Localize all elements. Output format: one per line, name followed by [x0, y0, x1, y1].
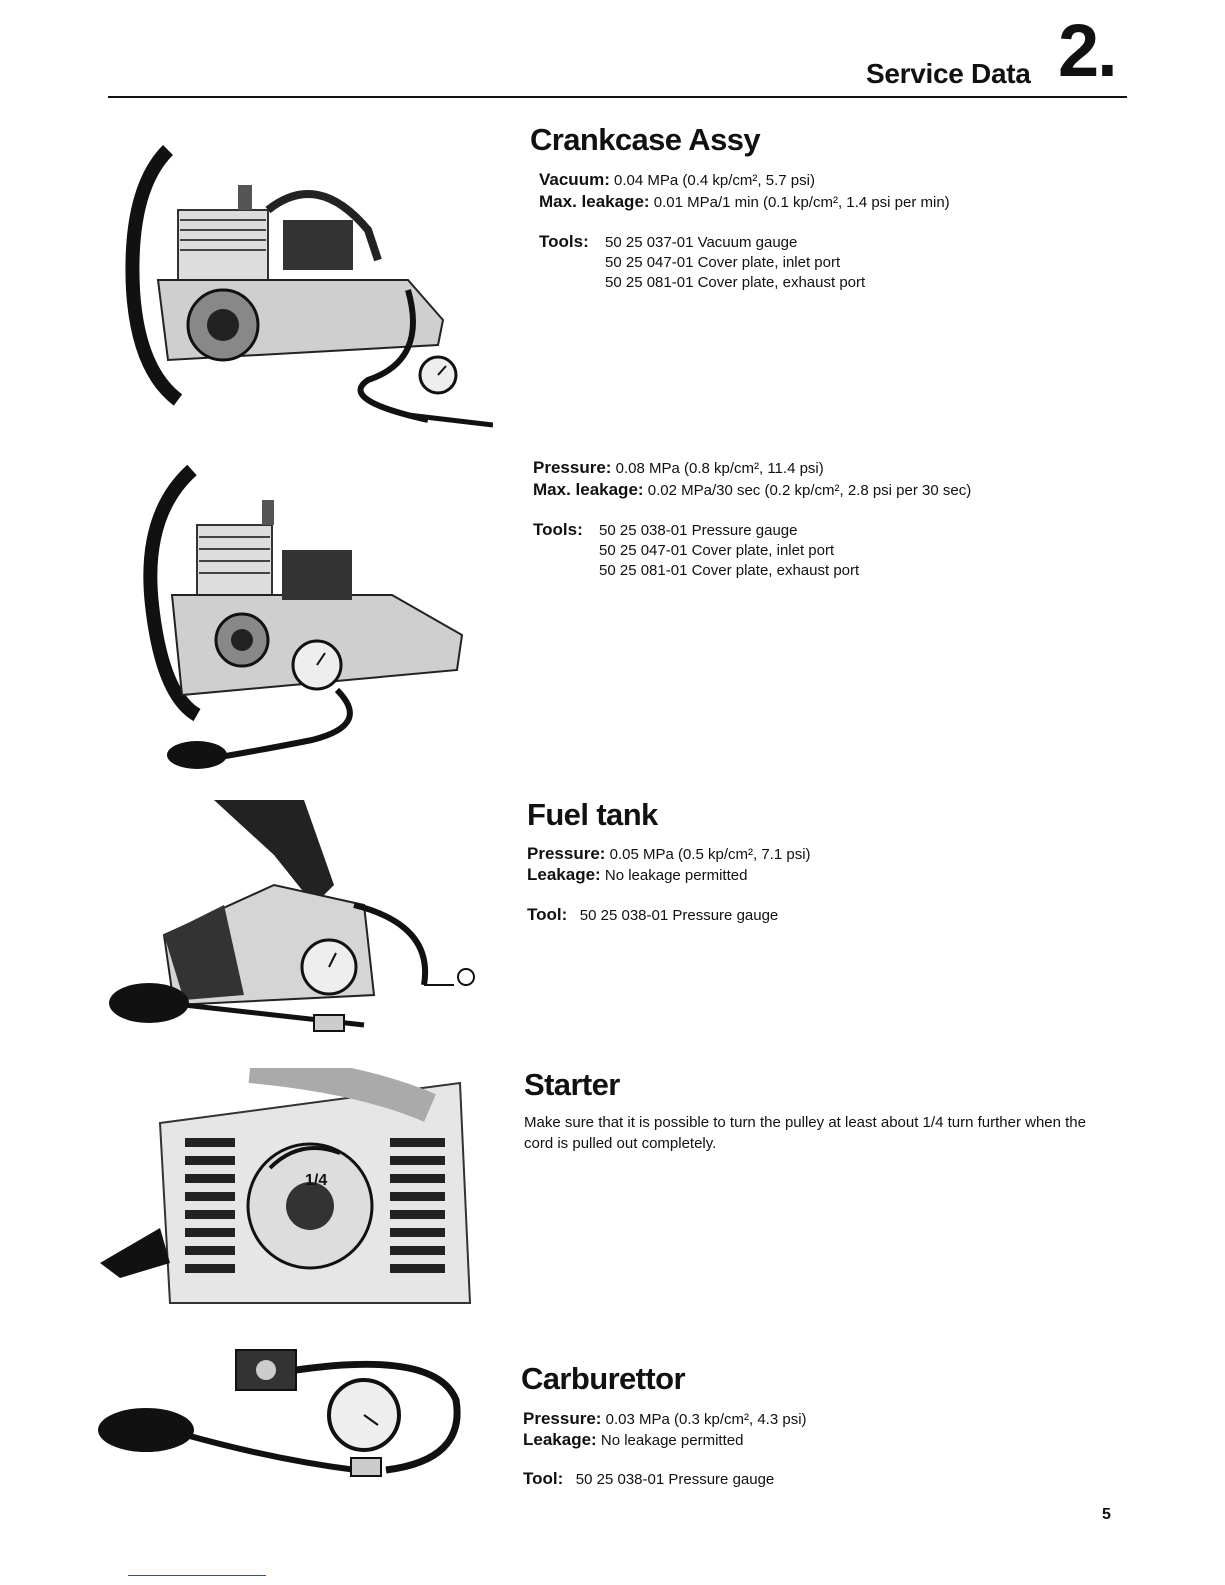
carburettor-title: Carburettor — [521, 1361, 686, 1396]
leakage-row: Leakage: No leakage permitted — [523, 1430, 743, 1450]
tool-label: Tool: — [527, 905, 568, 924]
starter-instructions: Make sure that it is possible to turn th… — [524, 1114, 1086, 1152]
crankcase-vacuum-photo — [108, 130, 493, 430]
pressure-row: Pressure: 0.03 MPa (0.3 kp/cm², 4.3 psi) — [523, 1409, 807, 1429]
vacuum-label: Vacuum: — [539, 170, 610, 189]
pressure-label: Pressure: — [523, 1409, 602, 1428]
pressure-value: 0.05 MPa (0.5 kp/cm², 7.1 psi) — [609, 846, 811, 863]
tool-row: Tool: 50 25 038-01 Pressure gauge — [527, 905, 778, 925]
carburettor-photo — [96, 1340, 476, 1495]
tools-label: Tools: — [539, 232, 589, 251]
pressure-row: Pressure: 0.05 MPa (0.5 kp/cm², 7.1 psi) — [527, 844, 811, 864]
crankcase-title: Crankcase Assy — [530, 122, 761, 157]
max-leakage-label: Max. leakage: — [533, 480, 644, 499]
page-number: 5 — [1102, 1506, 1111, 1523]
chapter-number: 2. — [1058, 9, 1118, 92]
leakage-label: Leakage: — [523, 1430, 597, 1449]
tool-item: 50 25 037-01 Vacuum gauge — [605, 234, 798, 251]
tools-label: Tools: — [533, 520, 583, 539]
starter-photo-label: 1/4 — [305, 1172, 327, 1189]
header-rule — [108, 96, 1127, 98]
vacuum-value: 0.04 MPa (0.4 kp/cm², 5.7 psi) — [614, 172, 815, 189]
vacuum-row: Vacuum: 0.04 MPa (0.4 kp/cm², 5.7 psi) — [539, 170, 815, 190]
tool-row: Tool: 50 25 038-01 Pressure gauge — [523, 1469, 774, 1489]
tool-item: 50 25 038-01 Pressure gauge — [599, 522, 798, 539]
tool-value: 50 25 038-01 Pressure gauge — [579, 907, 779, 924]
footer-link-underline[interactable] — [128, 1575, 266, 1576]
fuel-tank-photo — [104, 795, 479, 1035]
tool-item: 50 25 047-01 Cover plate, inlet port — [605, 254, 841, 271]
tool-label: Tool: — [523, 1469, 564, 1488]
max-leakage-value: 0.02 MPa/30 sec (0.2 kp/cm², 2.8 psi per… — [647, 482, 972, 499]
pressure-label: Pressure: — [533, 458, 612, 477]
tool-item: 50 25 081-01 Cover plate, exhaust port — [599, 562, 860, 579]
crankcase-pressure-photo — [112, 455, 472, 775]
header-title: Service Data — [866, 58, 1031, 89]
tool-item: 50 25 081-01 Cover plate, exhaust port — [605, 274, 866, 291]
pressure-value: 0.08 MPa (0.8 kp/cm², 11.4 psi) — [615, 460, 824, 477]
leakage-row: Leakage: No leakage permitted — [527, 865, 747, 885]
starter-title: Starter — [524, 1067, 620, 1102]
max-leakage-row: Max. leakage: 0.01 MPa/1 min (0.1 kp/cm²… — [539, 192, 950, 212]
leakage-label: Leakage: — [527, 865, 601, 884]
max-leakage-label: Max. leakage: — [539, 192, 650, 211]
pressure-row: Pressure: 0.08 MPa (0.8 kp/cm², 11.4 psi… — [533, 458, 824, 478]
pressure-value: 0.03 MPa (0.3 kp/cm², 4.3 psi) — [605, 1411, 807, 1428]
max-leakage-row: Max. leakage: 0.02 MPa/30 sec (0.2 kp/cm… — [533, 480, 971, 500]
tool-value: 50 25 038-01 Pressure gauge — [575, 1471, 775, 1488]
leakage-value: No leakage permitted — [604, 867, 748, 884]
leakage-value: No leakage permitted — [600, 1432, 744, 1449]
tool-item: 50 25 047-01 Cover plate, inlet port — [599, 542, 835, 559]
max-leakage-value: 0.01 MPa/1 min (0.1 kp/cm², 1.4 psi per … — [653, 194, 950, 211]
pressure-label: Pressure: — [527, 844, 606, 863]
starter-photo: 1/4 — [100, 1068, 480, 1318]
fuel-tank-title: Fuel tank — [527, 797, 658, 832]
